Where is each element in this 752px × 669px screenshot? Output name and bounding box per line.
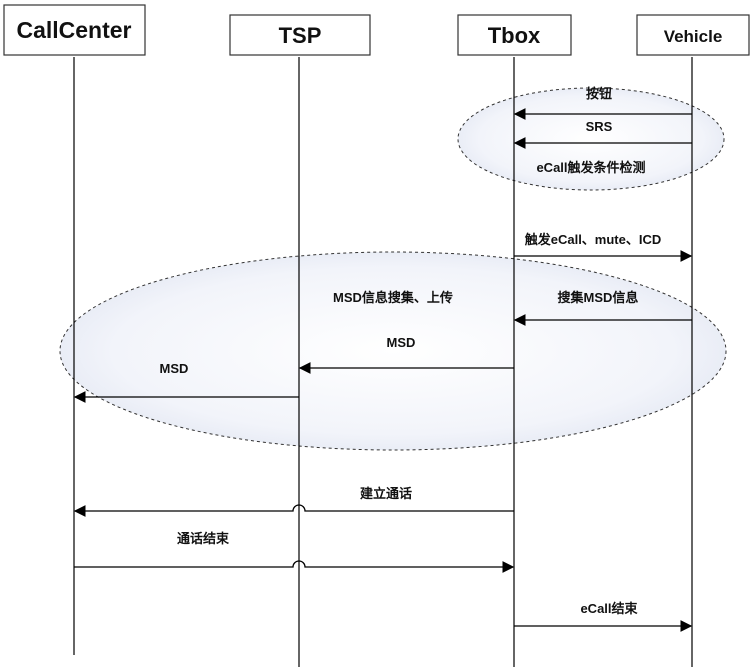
msg-srs-label: SRS — [586, 119, 613, 134]
msg-establish-call-arrow — [73, 504, 514, 517]
msg-msd-tbox-tsp-label: MSD — [387, 335, 416, 350]
actor-vehicle: Vehicle — [636, 14, 750, 56]
msg-call-end-arrow — [74, 560, 515, 573]
actor-tsp: TSP — [229, 14, 371, 56]
msg-msd-collect-upload-label: MSD信息搜集、上传 — [333, 290, 453, 305]
actor-callcenter: CallCenter — [3, 4, 146, 56]
msg-call-end-label: 通话结束 — [177, 531, 230, 546]
msg-collect-msd-label: 搜集MSD信息 — [558, 290, 639, 305]
msg-trigger-label: 触发eCall、mute、ICD — [524, 232, 662, 247]
msg-establish-call-label: 建立通话 — [360, 486, 412, 501]
actor-callcenter-label: CallCenter — [16, 17, 131, 43]
msg-ecall-end-label: eCall结束 — [580, 601, 638, 616]
actor-tbox-label: Tbox — [488, 23, 541, 48]
actor-tsp-label: TSP — [279, 23, 322, 48]
msg-button-label: 按钮 — [586, 86, 612, 101]
msg-msd-tsp-callcenter-label: MSD — [160, 361, 189, 376]
actor-tbox: Tbox — [457, 14, 572, 56]
msg-ecall-detect-label: eCall触发条件检测 — [536, 160, 645, 175]
actor-vehicle-label: Vehicle — [664, 27, 723, 46]
group-msd-ellipse — [59, 251, 727, 451]
